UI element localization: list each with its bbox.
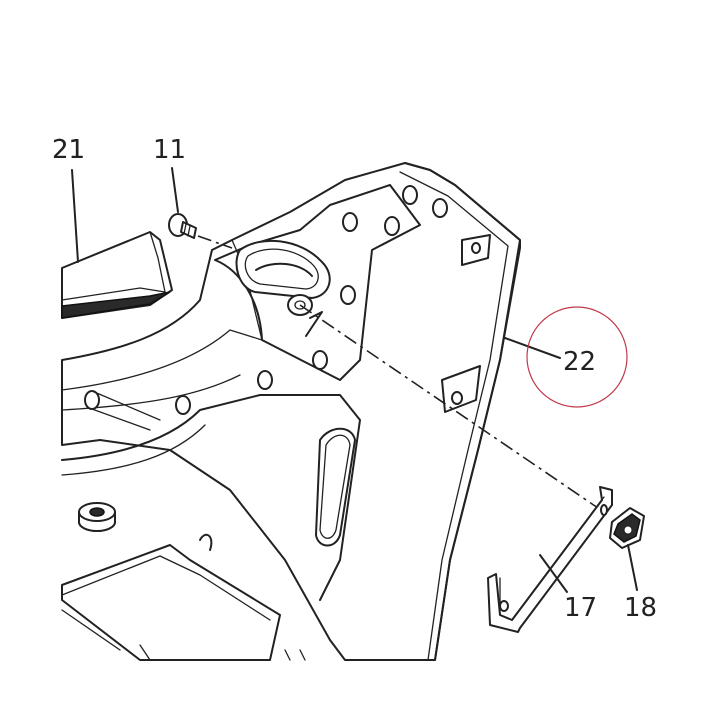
callout-17: 17 — [564, 593, 597, 623]
axis-line-screw — [197, 235, 233, 249]
left-margin — [0, 0, 58, 720]
main-housing — [61, 162, 521, 661]
part-18-clip-nut — [609, 507, 645, 591]
part-21-duct — [61, 169, 173, 319]
callout-21-overlay: 21 — [52, 135, 85, 165]
leader-22 — [504, 337, 561, 359]
part-11-screw — [168, 167, 197, 239]
leader-11 — [171, 167, 179, 213]
callout-22: 22 — [563, 347, 596, 377]
leader-21 — [71, 169, 79, 263]
leader-18 — [627, 544, 638, 591]
axis-line-bracket — [299, 304, 599, 509]
leader-17 — [539, 554, 568, 593]
part-17-bracket — [487, 486, 613, 633]
highlight-circle-22 — [526, 306, 628, 408]
callout-18: 18 — [624, 593, 657, 623]
callout-11: 11 — [153, 135, 186, 165]
